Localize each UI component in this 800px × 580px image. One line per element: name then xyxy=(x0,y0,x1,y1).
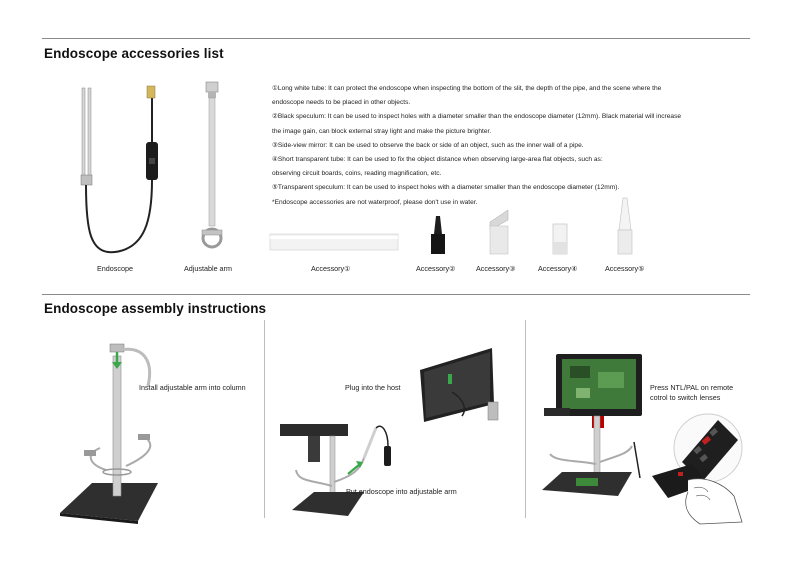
step-2-host-image xyxy=(420,348,499,422)
accessory-3-caption: Accessory③ xyxy=(476,264,516,273)
step-1-image xyxy=(60,343,158,524)
step-2-arm-image xyxy=(280,424,391,516)
description-line: the image gain, can block external stray… xyxy=(272,127,492,135)
endoscope-caption: Endoscope xyxy=(97,264,133,273)
step-3-line-2: cotrol to switch lenses xyxy=(650,392,721,402)
step-1-text: Install adjustable arm into column xyxy=(139,383,246,392)
description-line: ③Side-view mirror: It can be used to obs… xyxy=(272,141,584,149)
accessory-5-image xyxy=(617,197,633,255)
assembly-section-title: Endoscope assembly instructions xyxy=(44,301,267,316)
adjustable-arm-image xyxy=(201,81,223,249)
description-line: ⑤Transparent speculum: It can be used to… xyxy=(272,184,620,192)
description-line: ②Black speculum: It can be used to inspe… xyxy=(272,113,682,121)
endoscope-image xyxy=(80,85,158,254)
accessory-5-caption: Accessory⑤ xyxy=(605,264,645,273)
arm-caption: Adjustable arm xyxy=(184,264,232,273)
middle-divider xyxy=(42,294,750,295)
accessory-4-image xyxy=(552,223,568,255)
remote-hand-image xyxy=(652,464,743,525)
description-line: ①Long white tube: It can protect the end… xyxy=(272,85,662,92)
step-2-arm-text: Put endoscope into adjustable arm xyxy=(346,487,457,496)
accessory-1-caption: Accessory① xyxy=(311,264,351,273)
top-divider xyxy=(42,38,750,39)
accessories-section-title: Endoscope accessories list xyxy=(44,46,224,61)
accessory-descriptions: ①Long white tube: It can protect the end… xyxy=(272,82,758,210)
step-3-text: Press NTL/PAL on remote cotrol to switch… xyxy=(650,383,733,402)
accessory-2-image xyxy=(431,216,445,254)
accessory-2-caption: Accessory② xyxy=(416,264,456,273)
description-line: endoscope needs to be placed in other ob… xyxy=(272,99,411,107)
description-line: observing circuit boards, coins, reading… xyxy=(272,170,442,178)
step-3-line-1: Press NTL/PAL on remote xyxy=(650,383,734,392)
description-line: ④Short transparent tube: It can be used … xyxy=(272,156,603,164)
step-2-plug-text: Plug into the host xyxy=(345,383,401,392)
step-divider-1 xyxy=(264,320,265,518)
accessory-3-image xyxy=(489,209,509,255)
description-line: *Endoscope accessories are not waterproo… xyxy=(272,198,478,206)
accessory-4-caption: Accessory④ xyxy=(538,264,578,273)
step-divider-2 xyxy=(525,320,526,518)
accessory-1-image xyxy=(269,233,399,251)
step-3-device-image xyxy=(542,354,642,496)
